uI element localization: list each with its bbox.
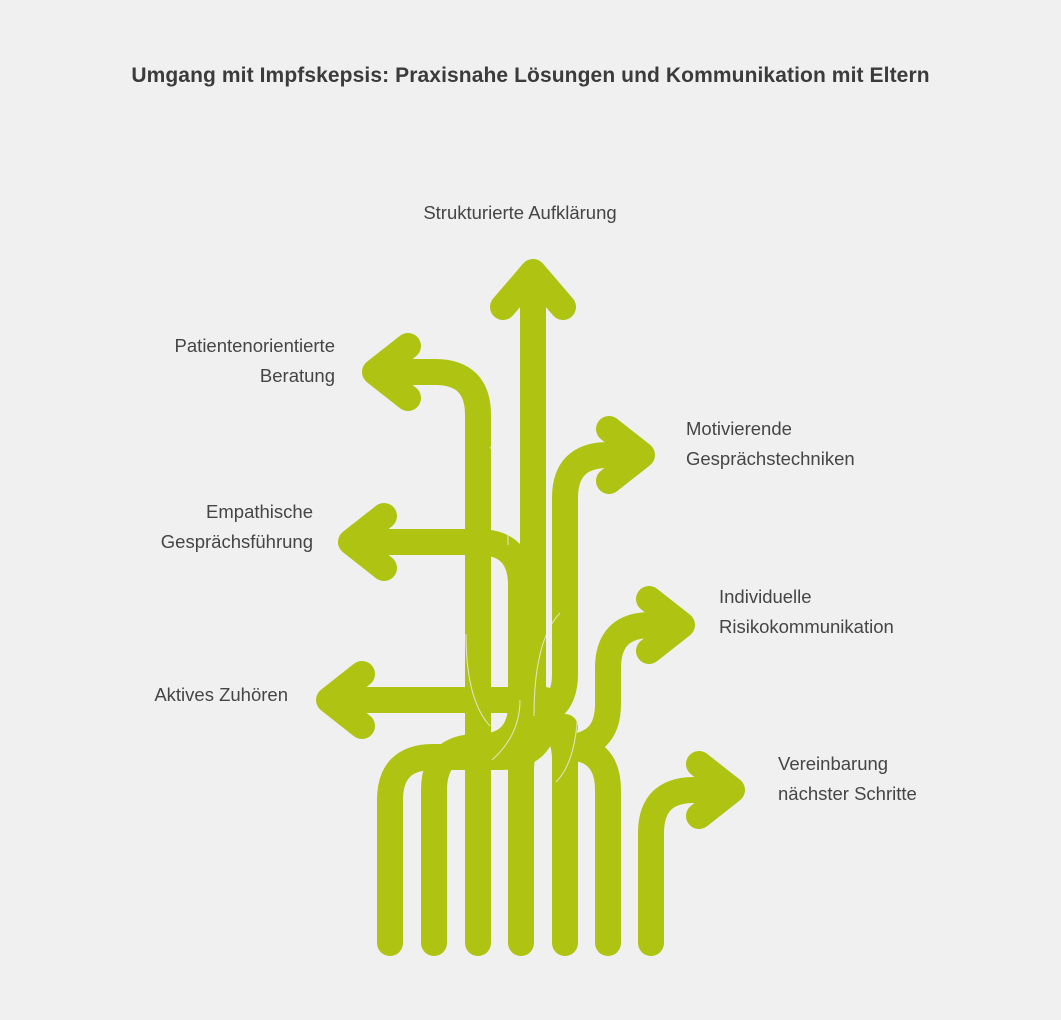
branch-motivierende (508, 416, 655, 956)
label-patientenorientierte-beratung: Patientenorientierte Beratung (174, 335, 335, 386)
weave-seams (465, 446, 601, 783)
label-strukturierte-aufklaerung: Strukturierte Aufklärung (423, 202, 617, 223)
branch-empathische (338, 503, 534, 956)
label-aktives-zuhoeren: Aktives Zuhören (154, 684, 288, 705)
branch-individuelle (552, 586, 695, 956)
label-vereinbarung-naechster-schritte: Vereinbarung nächster Schritte (778, 753, 917, 804)
page-title: Umgang mit Impfskepsis: Praxisnahe Lösun… (131, 64, 930, 87)
branch-patientenorientierte (362, 333, 491, 956)
label-motivierende-gespraechstechniken: Motivierende Gesprächstechniken (686, 418, 855, 469)
branch-vereinbarung (638, 751, 745, 956)
label-empathische-gespraechsfuehrung: Empathische Gesprächsführung (160, 501, 313, 552)
label-individuelle-risikokommunikation: Individuelle Risikokommunikation (719, 586, 894, 637)
